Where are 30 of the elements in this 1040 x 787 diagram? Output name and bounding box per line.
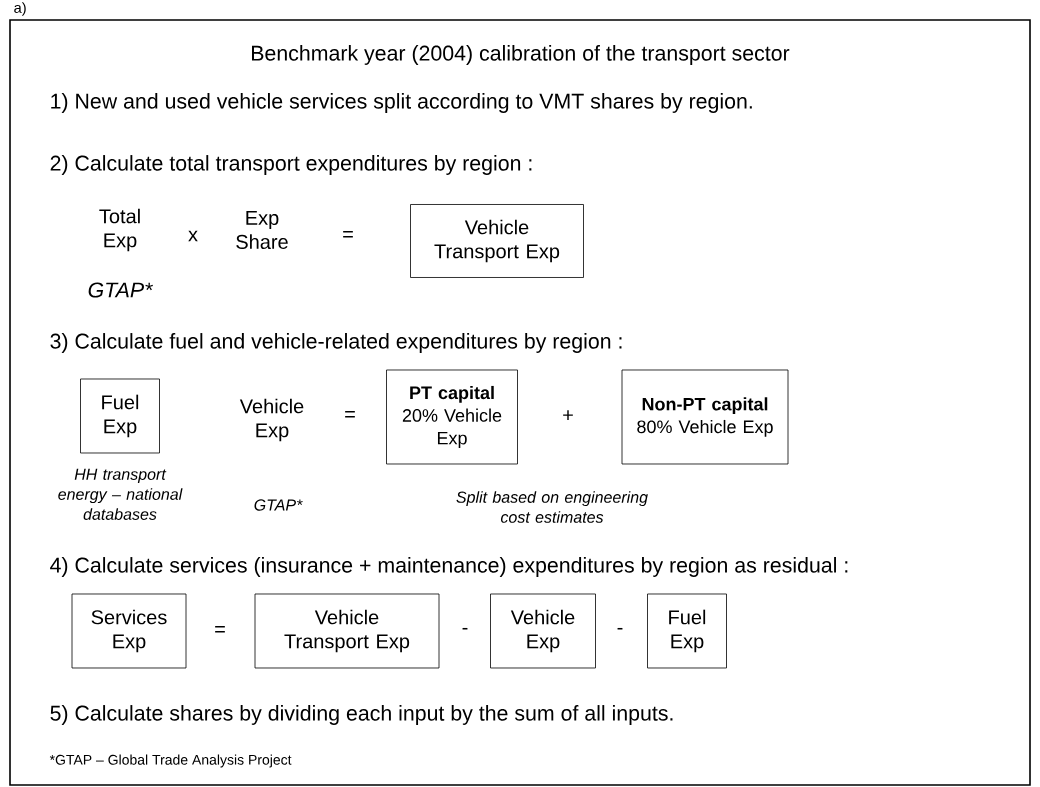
formula-term: = <box>345 411 355 418</box>
formula-term: Vehicle Exp <box>239 398 304 442</box>
title: Benchmark year (2004) calibration of the transport sector <box>252 45 790 65</box>
expense-box: Vehicle Transport Exp <box>410 204 584 278</box>
formula-term: + <box>563 410 573 420</box>
step-text: 1) New and used vehicle services split according to VMT shares by region. <box>51 93 752 113</box>
footnote: *GTAP – Global Trade Analysis Project <box>49 754 292 768</box>
formula-term: = <box>215 626 225 633</box>
expense-box: Non-PT capital 80% Vehicle Exp <box>621 369 789 465</box>
formula-term: x <box>188 230 198 242</box>
source-note: HH transport energy – national databases <box>58 468 183 520</box>
step-text: 2) Calculate total transport expenditures by region : <box>50 155 532 175</box>
source-note: GTAP* <box>254 499 303 511</box>
panel-label: a) <box>14 2 26 16</box>
formula-term: Exp Share <box>236 211 288 249</box>
formula-term: Total Exp <box>99 208 140 252</box>
expense-box: Fuel Exp <box>80 378 160 454</box>
expense-box: PT capital 20% Vehicle Exp <box>386 369 518 465</box>
source-note: Split based on engineering cost estimates <box>456 491 648 523</box>
formula-term: - <box>462 627 468 630</box>
formula-term: = <box>343 231 353 238</box>
step-text: 3) Calculate fuel and vehicle-related expenditures by region : <box>50 333 622 353</box>
expense-box: Fuel Exp <box>647 593 727 669</box>
source-note: GTAP* <box>88 282 153 298</box>
expense-box: Vehicle Exp <box>490 593 596 669</box>
expense-box: Vehicle Transport Exp <box>254 593 440 669</box>
formula-term: - <box>617 627 623 630</box>
step-text: 5) Calculate shares by dividing each input by the sum of all inputs. <box>50 705 673 725</box>
step-text: 4) Calculate services (insurance + maintenance) expenditures by region as residual : <box>50 557 848 577</box>
expense-box: Services Exp <box>71 593 187 669</box>
